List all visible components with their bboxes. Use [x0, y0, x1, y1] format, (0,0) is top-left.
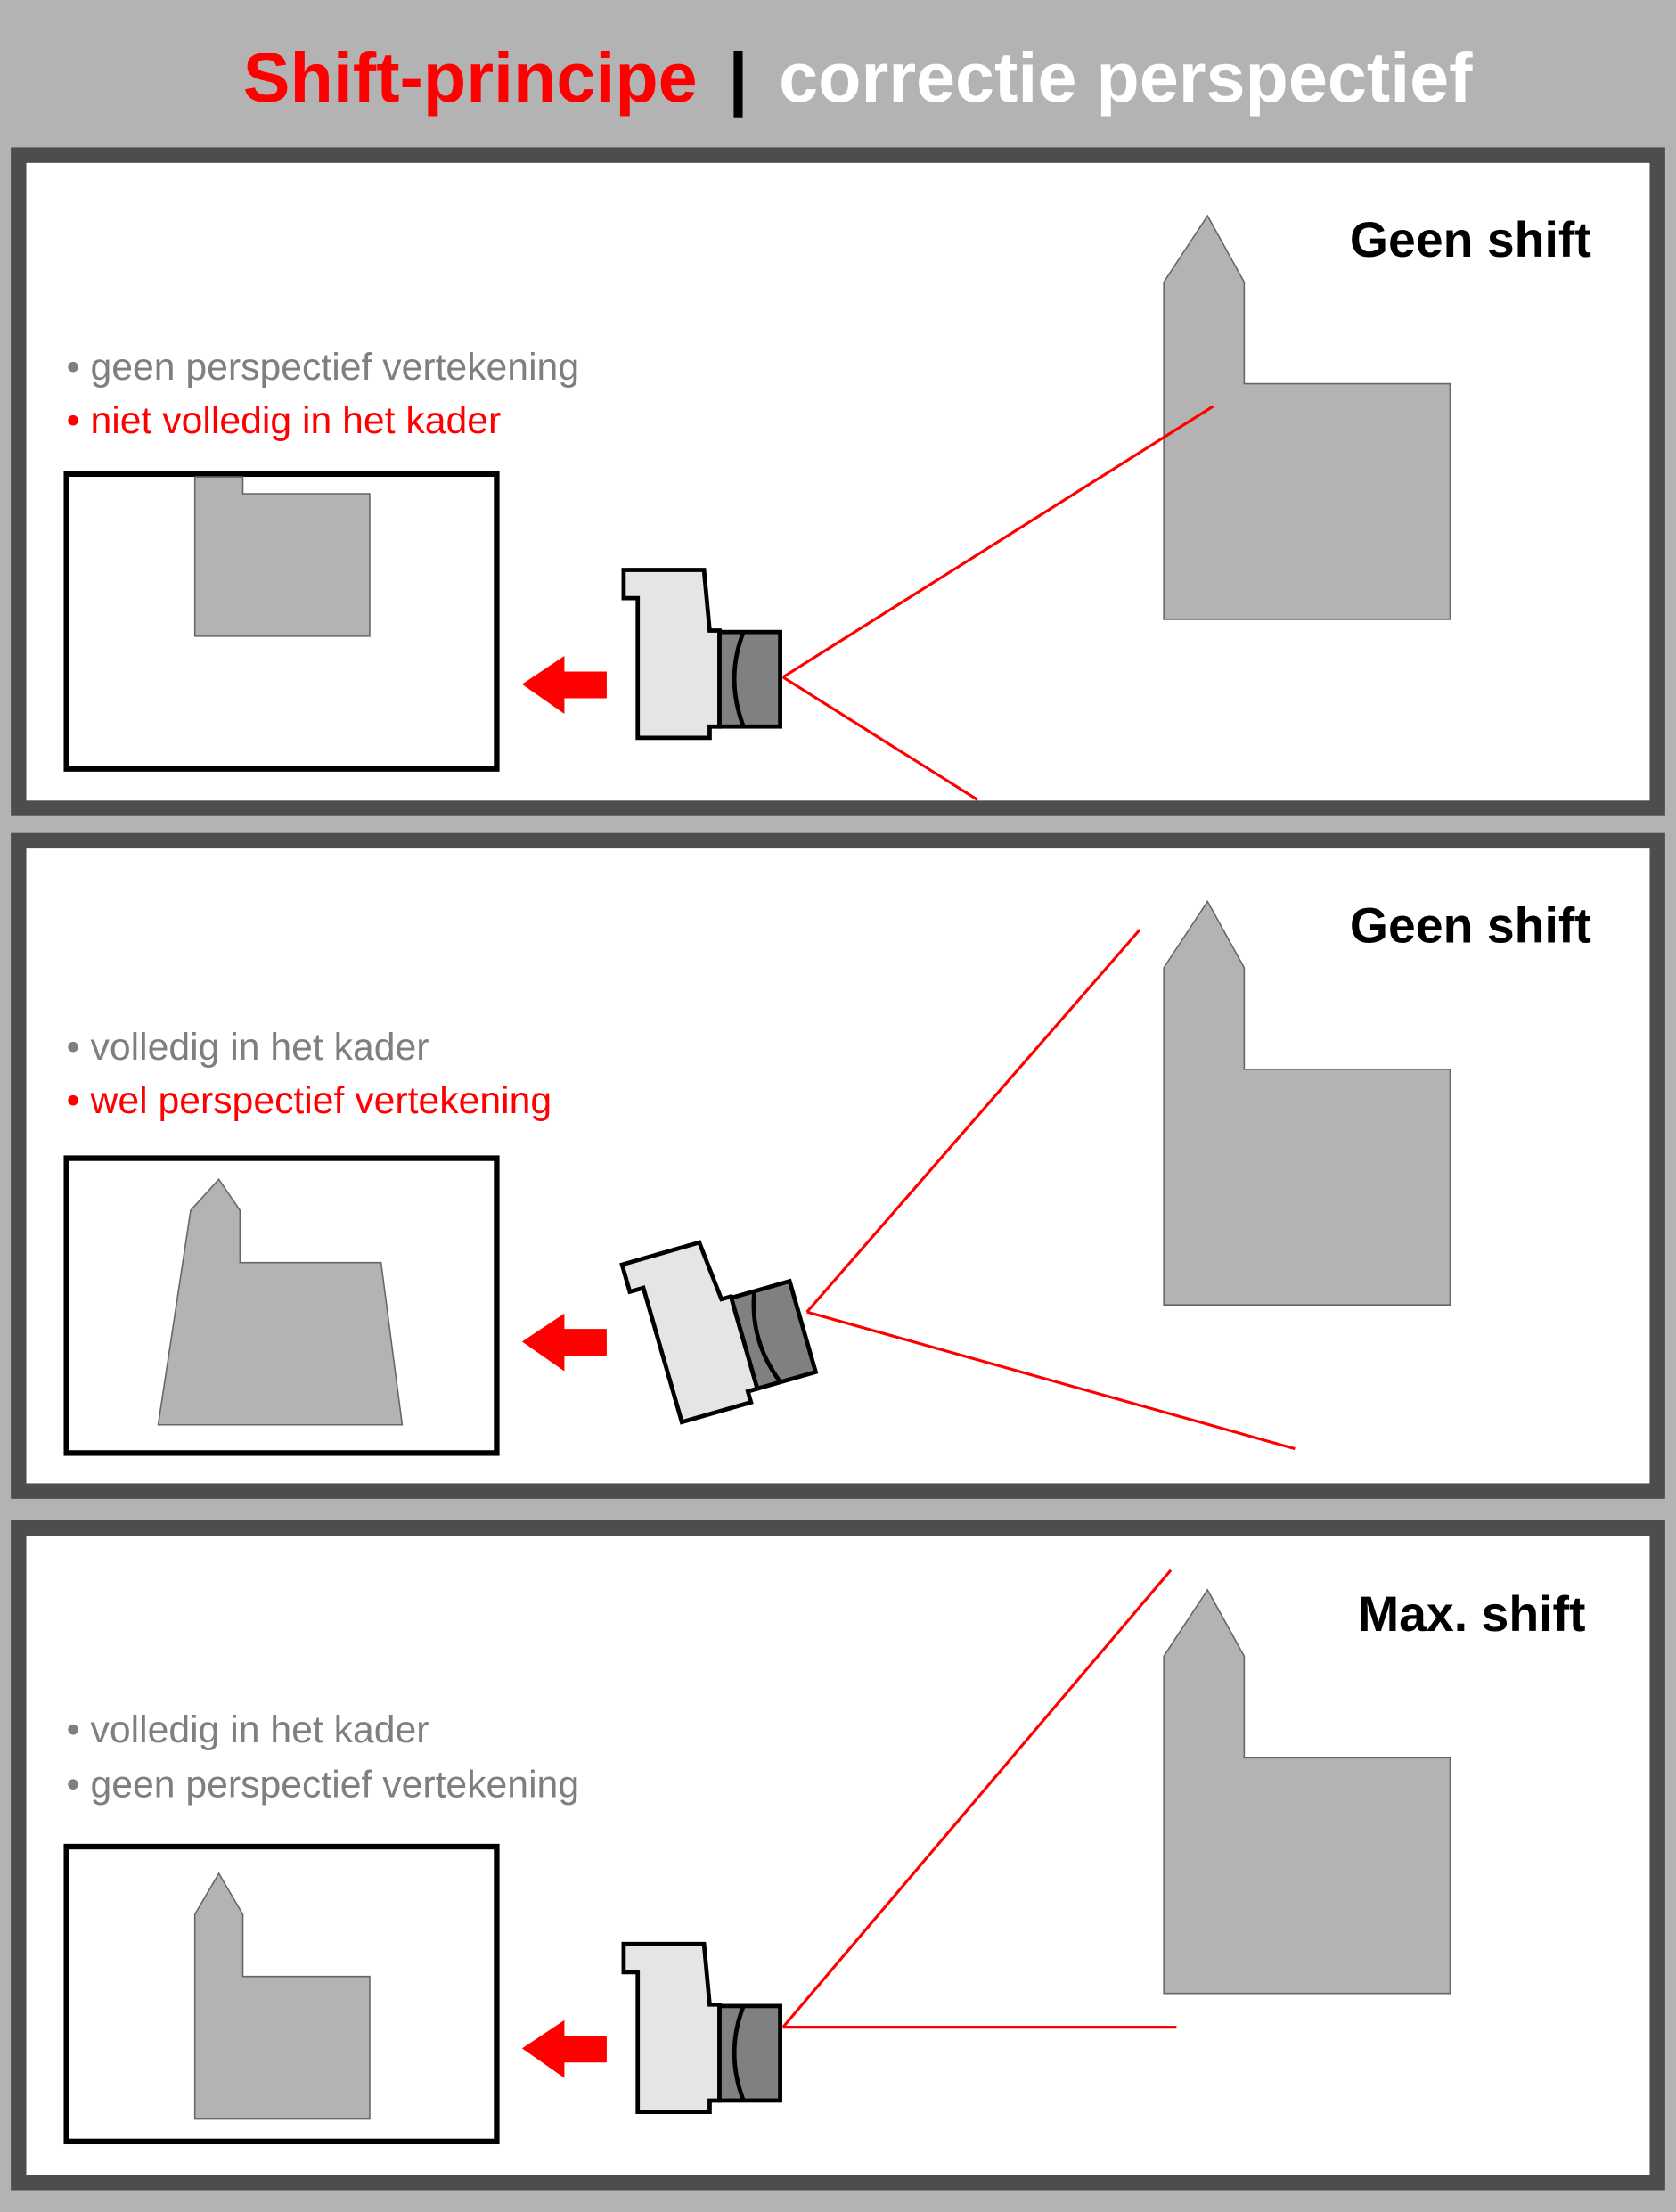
- bullet-item: • volledig in het kader: [67, 1026, 429, 1069]
- bullet-item: • geen perspectief vertekening: [67, 1764, 579, 1806]
- panel-label: Geen shift: [1350, 212, 1591, 267]
- bullet-item: • volledig in het kader: [67, 1708, 429, 1751]
- building-in-frame: [193, 1872, 371, 2120]
- page-title: Shift-principe | correctie perspectief: [243, 37, 1473, 118]
- bullet-item: • wel perspectief vertekening: [67, 1079, 552, 1122]
- view-ray-top: [781, 405, 1214, 679]
- building-in-frame: [193, 476, 371, 637]
- view-ray-top: [781, 1569, 1173, 2028]
- building-in-frame: [157, 1178, 404, 1426]
- panel-label: Max. shift: [1358, 1586, 1585, 1642]
- panel-max-shift: Max. shift • volledig in het kader • gee…: [11, 1520, 1665, 2191]
- panel-no-shift-level: Geen shift • geen perspectief vertekenin…: [11, 147, 1665, 816]
- view-ray-top: [805, 929, 1141, 1314]
- bullet-item: • niet volledig in het kader: [67, 399, 502, 442]
- view-ray-bottom: [806, 1310, 1296, 1451]
- panel-no-shift-tilted: Geen shift • volledig in het kader • wel…: [11, 832, 1665, 1499]
- bullet-item: • geen perspectief vertekening: [67, 346, 579, 389]
- panel-label: Geen shift: [1350, 897, 1591, 953]
- view-ray-bottom: [781, 676, 979, 801]
